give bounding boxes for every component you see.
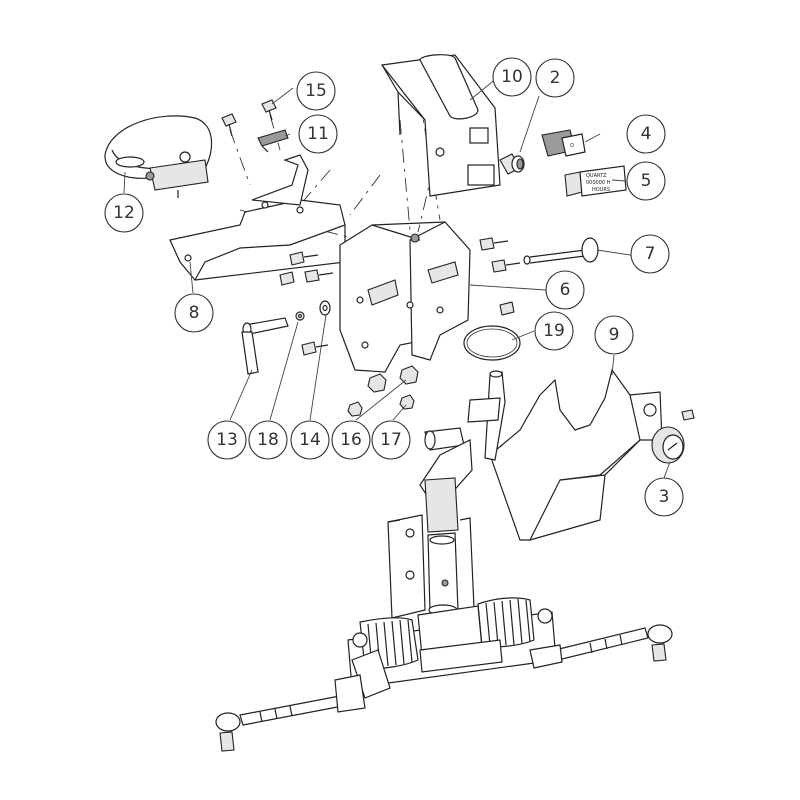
callout-12-label: 12 xyxy=(113,203,135,223)
callout-3: 3 xyxy=(644,477,684,517)
callout-5: 5 xyxy=(626,161,666,201)
callout-16-label: 16 xyxy=(340,430,362,450)
callout-9-label: 9 xyxy=(609,325,620,345)
meter-marking-3: HOURS xyxy=(592,187,610,193)
callout-8: 8 xyxy=(174,293,214,333)
callout-5-label: 5 xyxy=(641,171,652,191)
callout-12: 12 xyxy=(104,193,144,233)
callout-8-label: 8 xyxy=(189,303,200,323)
part-hour-meter: QUARTZ 000000 H HOURS xyxy=(564,165,627,197)
callout-18-label: 18 xyxy=(257,430,279,450)
part-light-bracket xyxy=(169,154,346,282)
part-steering-shroud xyxy=(489,368,663,541)
part-steering-column xyxy=(419,370,506,616)
callout-15: 15 xyxy=(296,71,336,111)
callout-14: 14 xyxy=(290,420,330,460)
part-steering-rack xyxy=(347,597,557,699)
part-column-mount-plate xyxy=(387,514,475,619)
switch-marking: O xyxy=(570,143,574,149)
callout-6: 6 xyxy=(545,270,585,310)
callout-2-label: 2 xyxy=(550,68,561,88)
callout-14-label: 14 xyxy=(299,430,321,450)
callout-9: 9 xyxy=(594,315,634,355)
callout-17-label: 17 xyxy=(380,430,402,450)
part-work-light xyxy=(104,115,213,198)
part-clip-11 xyxy=(257,129,289,153)
part-tie-rods xyxy=(215,624,673,752)
callout-11-label: 11 xyxy=(307,124,329,144)
callout-6-label: 6 xyxy=(560,280,571,300)
callout-15-label: 15 xyxy=(305,81,327,101)
part-washers xyxy=(295,300,331,321)
part-tilt-handle xyxy=(241,317,289,375)
part-indicator-lamp xyxy=(499,153,525,175)
callout-11: 11 xyxy=(298,114,338,154)
callout-19: 19 xyxy=(534,311,574,351)
part-pivot-bracket xyxy=(339,221,471,373)
callout-7: 7 xyxy=(630,234,670,274)
callout-13-label: 13 xyxy=(216,430,238,450)
callout-4: 4 xyxy=(626,114,666,154)
callout-3-label: 3 xyxy=(659,487,670,507)
callout-16: 16 xyxy=(331,420,371,460)
part-mount-plate xyxy=(380,54,501,197)
callout-19-label: 19 xyxy=(543,321,565,341)
part-bolts-15 xyxy=(221,99,277,137)
callout-10-label: 10 xyxy=(501,67,523,87)
callout-18: 18 xyxy=(248,420,288,460)
meter-marking-1: QUARTZ xyxy=(586,173,607,179)
callout-7-label: 7 xyxy=(645,244,656,264)
callout-2: 2 xyxy=(535,58,575,98)
part-bolts-bracket xyxy=(279,237,521,356)
part-snap-ring xyxy=(463,325,521,361)
callout-17: 17 xyxy=(371,420,411,460)
meter-marking-2: 000000 H xyxy=(586,180,611,186)
part-ignition-switch xyxy=(651,409,695,464)
callout-10: 10 xyxy=(492,57,532,97)
callout-13: 13 xyxy=(207,420,247,460)
part-nuts xyxy=(347,365,419,417)
leader-lines xyxy=(123,77,671,479)
part-pivot-pin xyxy=(523,237,599,265)
part-rocker-switch: O xyxy=(541,129,586,157)
callout-4-label: 4 xyxy=(641,124,652,144)
